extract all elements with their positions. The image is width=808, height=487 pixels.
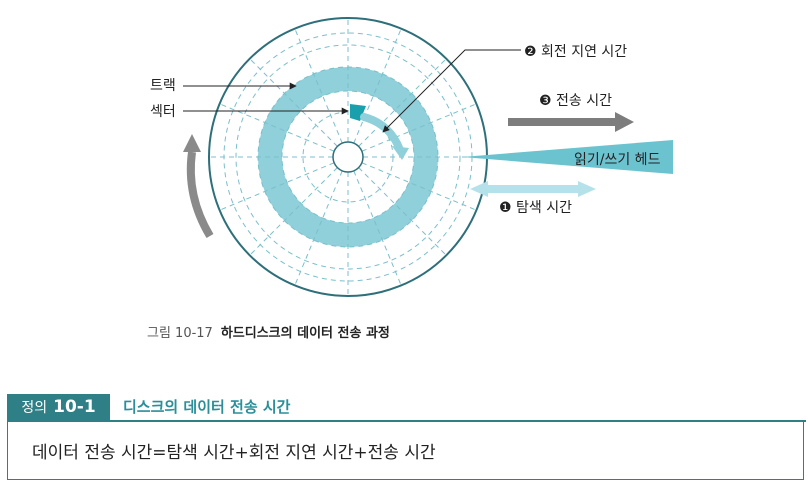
disk-diagram: 읽기/쓰기 헤드 ❸ 전송 시간 ❶ 탐색 시간 트랙 섹터 ❷ 회전 지연 시… (150, 17, 673, 297)
grid-ring (235, 44, 461, 270)
rotation-label: ❷ 회전 지연 시간 (524, 44, 627, 60)
grid-spoke (358, 59, 446, 147)
disk-platter (208, 17, 488, 297)
grid-spoke (294, 29, 343, 144)
transfer-label: ❸ 전송 시간 (539, 93, 612, 109)
definition-formula: 데이터 전송 시간=탐색 시간+회전 지연 시간+전송 시간 (32, 443, 436, 463)
read-write-head (462, 140, 673, 174)
definition-badge-prefix: 정의 (21, 400, 48, 416)
grid-ring (281, 90, 415, 224)
grid-spoke (353, 29, 402, 144)
grid-spoke (220, 162, 335, 211)
rotation-arrowhead (392, 146, 409, 160)
grid-spoke (358, 167, 446, 255)
seek-label: ❶ 탐색 시간 (499, 200, 572, 216)
figure-title: 하드디스크의 데이터 전송 과정 (220, 326, 390, 341)
grid-spoke (353, 170, 402, 285)
spin-direction-arrowhead (183, 134, 201, 152)
definition-divider (7, 420, 806, 422)
definition-body: 데이터 전송 시간=탐색 시간+회전 지연 시간+전송 시간 (7, 422, 804, 480)
definition-box: 정의 10-1 디스크의 데이터 전송 시간 데이터 전송 시간=탐색 시간+회… (7, 394, 806, 482)
track-label: 트랙 (150, 78, 176, 94)
disk-grid (210, 19, 486, 295)
definition-badge: 정의 10-1 (7, 394, 110, 420)
grid-spoke (361, 103, 476, 152)
seek-arrow (470, 181, 596, 197)
target-sector (350, 104, 366, 121)
spin-direction-arrow (186, 151, 214, 239)
figure-caption: 그림 10-17 하드디스크의 데이터 전송 과정 (147, 322, 390, 341)
definition-header: 정의 10-1 디스크의 데이터 전송 시간 (7, 394, 806, 420)
grid-spoke (250, 167, 338, 255)
grid-spoke (250, 59, 338, 147)
grid-spoke (220, 103, 335, 152)
grid-spoke (294, 170, 343, 285)
head-label: 읽기/쓰기 헤드 (574, 152, 661, 168)
transfer-arrow (508, 112, 634, 132)
spindle (332, 141, 364, 173)
definition-badge-number: 10-1 (53, 397, 96, 417)
sector-label: 섹터 (150, 104, 176, 120)
grid-spoke (361, 162, 476, 211)
figure-number: 그림 10-17 (147, 326, 213, 341)
rotation-leader (382, 49, 521, 133)
definition-title: 디스크의 데이터 전송 시간 (123, 398, 291, 416)
